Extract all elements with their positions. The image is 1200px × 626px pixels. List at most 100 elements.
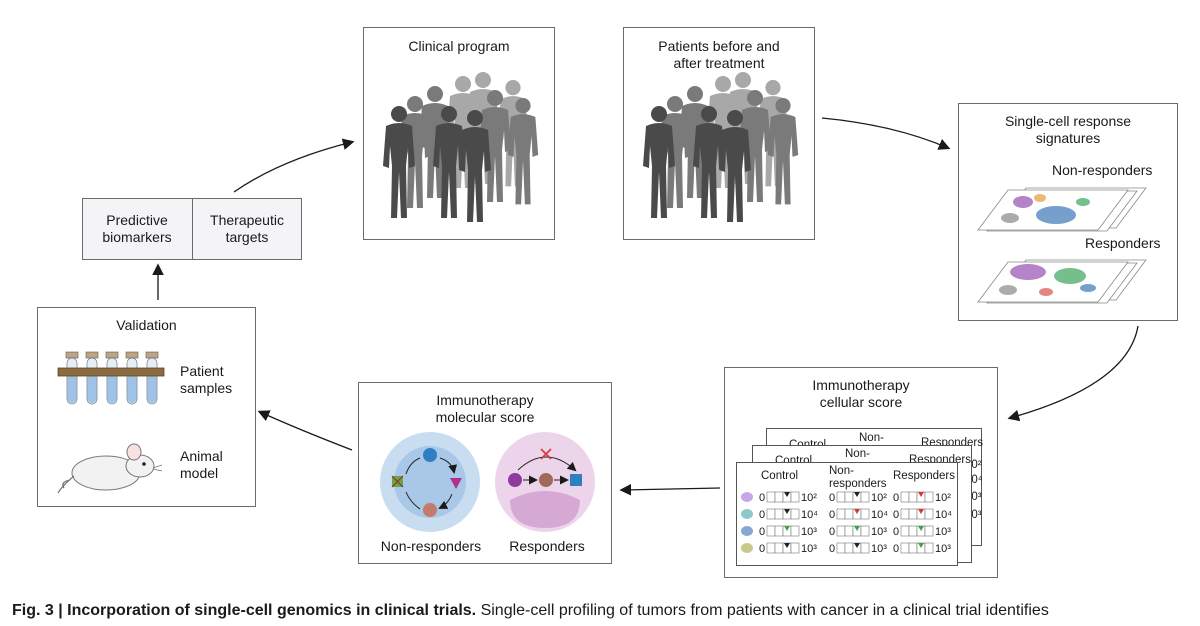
tube-liquid: [147, 374, 157, 403]
scale-cell: [790, 525, 800, 537]
scale-max: 10⁴: [935, 509, 952, 521]
scale-cell: [844, 491, 854, 503]
scale-cell: [900, 525, 910, 537]
tube-liquid: [107, 374, 117, 403]
tube-cap: [145, 351, 159, 359]
scale-max: 10³: [801, 543, 817, 555]
tube-cap: [85, 351, 99, 359]
person-silhouette: [459, 110, 491, 222]
scale-cell: [774, 525, 784, 537]
arrow-cellular-to-molecular: [619, 483, 721, 496]
scale-cell: [836, 491, 846, 503]
scale-cell: [908, 542, 918, 554]
patients-title: Patients before and after treatment: [658, 38, 780, 71]
scale-cell: [860, 542, 870, 554]
scale-min: 0: [893, 543, 899, 555]
mid-col-non: Non-: [845, 448, 870, 460]
scale-cell: [900, 542, 910, 554]
scale-cell: [766, 491, 776, 503]
scale-cell: [774, 508, 784, 520]
therapeutic-targets-label: Therapeutic targets: [210, 212, 284, 245]
scale-min: 0: [893, 509, 899, 521]
tube-liquid: [87, 374, 97, 403]
scale-max: 10²: [935, 492, 951, 504]
score-marker: [854, 509, 860, 514]
scale-cell: [790, 491, 800, 503]
scale-cell: [924, 542, 934, 554]
non-responder-map-stack: [977, 187, 1147, 232]
scale-cell: [860, 491, 870, 503]
scale-cell: [766, 508, 776, 520]
molecular-score-title: Immunotherapy molecular score: [435, 392, 535, 425]
biomarkers-targets-box: [82, 198, 302, 260]
scale-max: 10²: [801, 492, 817, 504]
arrow-biomarkers-to-clinical: [233, 138, 355, 193]
scale-max: 10⁴: [871, 509, 888, 521]
scale-cell: [774, 542, 784, 554]
caption-bold: Fig. 3 | Incorporation of single-cell ge…: [12, 602, 477, 619]
person-silhouette: [693, 106, 725, 218]
scale-max: 10³: [935, 543, 951, 555]
scale-cell: [790, 542, 800, 554]
cellular-score-title: Immunotherapy cellular score: [812, 377, 910, 410]
scale-cell: [836, 542, 846, 554]
scale-cell: [908, 525, 918, 537]
responders-label: Responders: [1085, 235, 1161, 251]
molecular-score-diagram: [380, 432, 595, 532]
person-silhouette: [433, 106, 465, 218]
patients-crowd-image-2: [643, 72, 799, 222]
scale-min: 0: [759, 509, 765, 521]
person-silhouette: [383, 106, 415, 218]
single-cell-title: Single-cell response signatures: [1004, 113, 1132, 146]
scale-cell: [900, 491, 910, 503]
scale-max: 10³: [871, 526, 887, 538]
scale-cell: [924, 525, 934, 537]
responder-map-stack: [977, 259, 1147, 304]
scale-cell: [844, 508, 854, 520]
person-silhouette: [767, 98, 799, 205]
scale-cell: [900, 508, 910, 520]
person-silhouette: [719, 110, 751, 222]
score-marker: [854, 492, 860, 497]
scale-cell: [924, 491, 934, 503]
scale-cell: [766, 525, 776, 537]
arrow-patients-to-signatures: [821, 117, 951, 150]
scale-min: 0: [893, 526, 899, 538]
scale-min: 0: [829, 509, 835, 521]
molecular-non-responders-label: Non-responders: [380, 538, 482, 554]
scale-max: 10³: [935, 526, 951, 538]
back-col-non: Non-: [859, 432, 884, 444]
scale-max: 10³: [801, 526, 817, 538]
score-marker: [784, 509, 790, 514]
score-marker: [854, 526, 860, 531]
col-non-responders: Non- responders: [829, 465, 887, 490]
score-marker: [784, 543, 790, 548]
score-marker: [854, 543, 860, 548]
score-marker: [918, 492, 924, 497]
scale-min: 0: [893, 492, 899, 504]
tube-liquid: [127, 374, 137, 403]
arrow-signatures-to-cellular: [1007, 325, 1139, 422]
col-responders: Responders: [893, 470, 956, 482]
patient-samples-label: Patient samples: [180, 363, 233, 396]
cell-type-icon: [741, 509, 753, 519]
scale-cell: [844, 542, 854, 554]
validation-title: Validation: [116, 317, 177, 333]
test-tubes-icon: [57, 351, 165, 405]
cell-type-icon: [741, 492, 753, 502]
molecular-responders-label: Responders: [509, 538, 585, 554]
score-marker: [784, 492, 790, 497]
caption-text: Single-cell profiling of tumors from pat…: [476, 602, 1049, 619]
score-marker: [784, 526, 790, 531]
scale-cell: [766, 542, 776, 554]
score-marker: [918, 526, 924, 531]
scale-min: 0: [829, 526, 835, 538]
scale-min: 0: [759, 543, 765, 555]
predictive-biomarkers-label: Predictive biomarkers: [102, 212, 172, 245]
scale-min: 0: [759, 492, 765, 504]
scale-min: 0: [829, 543, 835, 555]
scale-cell: [860, 525, 870, 537]
